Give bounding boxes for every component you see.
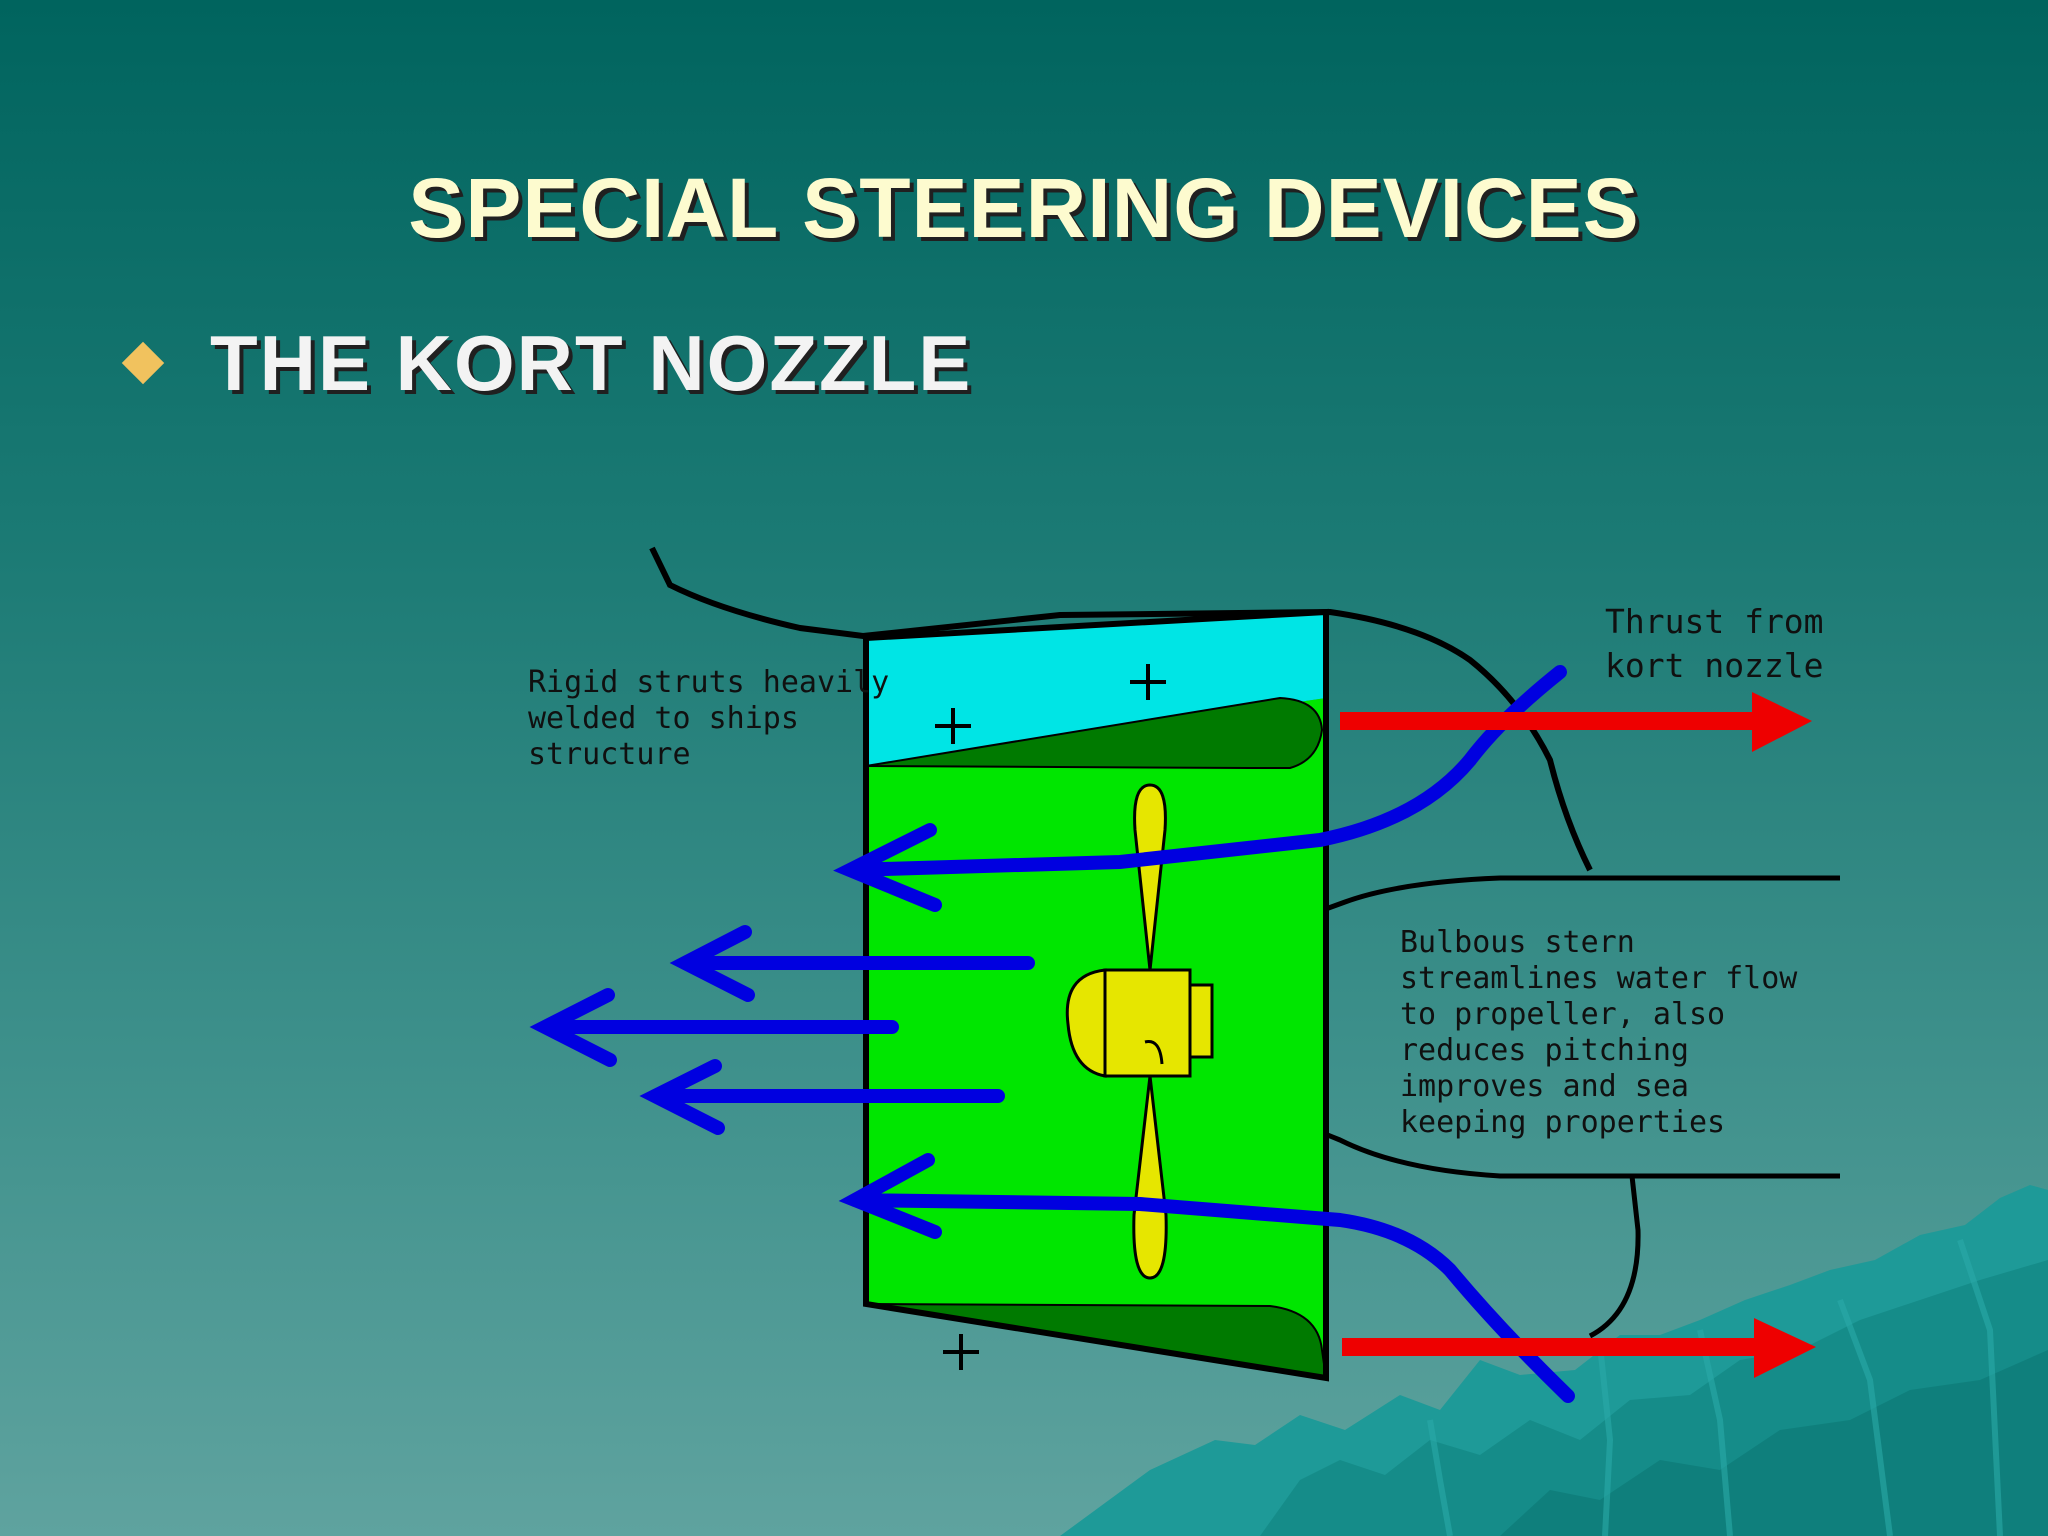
bullet-text: THE KORT NOZZLE [210,318,973,407]
hull-outline-upper [649,546,1593,872]
bullet-item: THE KORT NOZZLE [121,318,973,408]
rudder-support-line [1588,1175,1641,1339]
propeller [1065,783,1214,1280]
bulbous-stern-label: Bulbous stern streamlines water flow to … [1400,925,1798,1140]
thrust-arrow-lower-head [1754,1318,1816,1378]
thrust-label: Thrust from kort nozzle [1605,602,1824,685]
plus-markers [935,664,1166,1370]
struts-label: Rigid struts heavily welded to ships str… [528,665,890,772]
water-flow-arrow-3 [639,1059,1005,1135]
thrust-arrow-lower-shaft [1342,1338,1762,1356]
water-flow-arrow-upper [833,665,1567,912]
water-flow-arrow-1 [669,925,1035,1002]
propeller-blade-lower [1132,1075,1168,1280]
plus-icon [935,708,971,744]
water-flow-arrow-2 [529,988,899,1067]
water-flow [529,665,1575,1403]
thrust-arrows [1340,692,1816,1378]
plus-icon [1130,664,1166,700]
plus-icon [943,1334,979,1370]
thrust-arrow-upper-head [1752,692,1812,752]
propeller-hub [1103,968,1192,1078]
propeller-hub-cap [1065,968,1107,1078]
propeller-shaft [1188,983,1214,1059]
slide-title: SPECIAL STEERING DEVICES [408,161,1640,255]
upper-nozzle-foil [865,696,1324,769]
propeller-blade-lower-tip [1144,1039,1164,1065]
mountain-range [1060,1185,2048,1536]
propeller-blade-upper [1133,783,1167,971]
thrust-arrow-upper-shaft [1340,712,1760,730]
